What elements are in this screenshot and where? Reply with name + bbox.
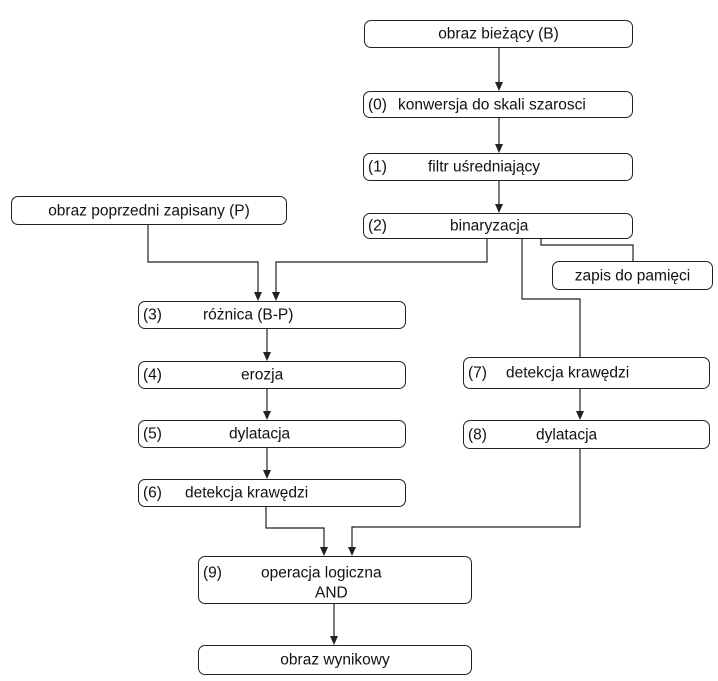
box-binarization: (2) binaryzacja [363, 213, 633, 239]
dilation-left-label: dylatacja [229, 425, 291, 443]
box-erosion: (4) erozja [138, 361, 406, 389]
logical-and-label-line1: operacja logiczna [261, 564, 382, 582]
line-binarization-to-save [540, 239, 634, 261]
arrowhead [495, 144, 503, 153]
arrowhead [263, 352, 271, 361]
arrowhead [330, 636, 338, 645]
step-number: (4) [143, 366, 162, 384]
arrowhead [263, 470, 271, 479]
step-number: (8) [468, 425, 487, 443]
box-averaging-filter: (1) filtr uśredniający [363, 153, 633, 181]
current-image-label: obraz bieżący (B) [438, 25, 559, 43]
box-current-image: obraz bieżący (B) [364, 20, 633, 48]
step-number: (3) [143, 306, 162, 324]
erosion-label: erozja [241, 366, 284, 384]
grayscale-label: konwersja do skali szarosci [398, 95, 586, 113]
box-save-to-memory: zapis do pamięci [552, 261, 713, 290]
arrow-binarization-to-difference [275, 239, 488, 293]
dilation-right-label: dylatacja [536, 425, 598, 443]
step-number: (2) [368, 217, 387, 235]
step-number: (9) [203, 564, 222, 582]
previous-image-label: obraz poprzedni zapisany (P) [48, 201, 250, 219]
arrow-previous-to-difference [147, 225, 259, 293]
difference-label: różnica (B-P) [203, 306, 294, 324]
box-result-image: obraz wynikowy [198, 645, 472, 675]
step-number: (7) [468, 364, 487, 382]
box-previous-image: obraz poprzedni zapisany (P) [11, 196, 287, 225]
step-number: (1) [368, 158, 387, 176]
edge-detection-right-label: detekcja krawędzi [506, 364, 630, 382]
arrow-dilation-right-to-and [351, 449, 581, 548]
save-to-memory-label: zapis do pamięci [574, 266, 691, 284]
arrowhead [272, 292, 280, 301]
arrowhead [263, 411, 271, 420]
logical-and-label-line2: AND [315, 584, 348, 602]
arrow-edge-left-to-and [265, 507, 325, 548]
box-grayscale-conversion: (0) konwersja do skali szarosci [363, 91, 633, 118]
box-edge-detection-right: (7) detekcja krawędzi [463, 357, 710, 389]
arrowhead [576, 411, 584, 420]
box-logical-and: (9) operacja logiczna AND [198, 556, 472, 604]
arrowhead [320, 547, 328, 556]
box-difference: (3) różnica (B-P) [138, 301, 406, 329]
step-number: (0) [368, 95, 387, 113]
arrowhead [495, 204, 503, 213]
step-number: (6) [143, 484, 162, 502]
arrowhead [495, 82, 503, 91]
box-dilation-left: (5) dylatacja [138, 420, 406, 448]
binarization-label: binaryzacja [450, 217, 529, 235]
line-binarization-to-edge-right [521, 239, 581, 357]
arrowhead [254, 292, 262, 301]
box-dilation-right: (8) dylatacja [463, 420, 710, 449]
arrowhead [348, 547, 356, 556]
result-image-label: obraz wynikowy [280, 651, 390, 669]
step-number: (5) [143, 425, 162, 443]
box-edge-detection-left: (6) detekcja krawędzi [138, 479, 406, 507]
edge-detection-left-label: detekcja krawędzi [185, 484, 309, 502]
averaging-filter-label: filtr uśredniający [428, 158, 540, 176]
